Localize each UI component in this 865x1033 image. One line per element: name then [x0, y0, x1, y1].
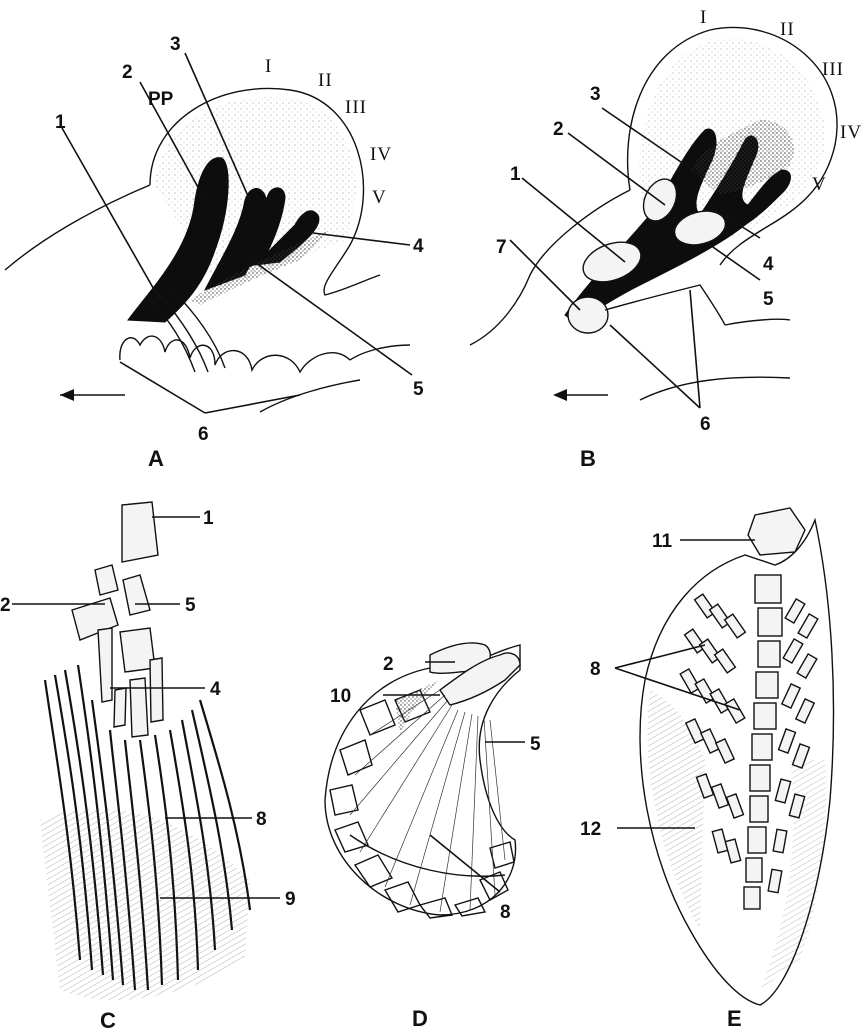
panel-e-drawing [640, 508, 833, 1005]
c-num-9: 9 [285, 889, 296, 910]
d-num-2: 2 [383, 654, 394, 675]
panel-a-drawing [5, 88, 410, 412]
panel-b-drawing [470, 28, 837, 400]
b-num-3: 3 [590, 84, 601, 105]
leader-b-6b [690, 290, 700, 408]
a-pp-label: PP [148, 89, 174, 110]
b-num-6: 6 [700, 414, 711, 435]
arrow-b-icon [553, 389, 567, 401]
panel-d: 2 10 5 8 D [325, 643, 541, 1031]
panel-e: 11 8 12 E [580, 508, 834, 1031]
e-num-11: 11 [652, 531, 673, 552]
leader-b-1 [522, 178, 625, 262]
b-num-4: 4 [763, 254, 774, 275]
e-num-12: 12 [580, 819, 601, 840]
b-roman-1: I [700, 7, 707, 28]
b-num-5: 5 [763, 289, 774, 310]
leader-a-5 [245, 255, 412, 375]
panel-a: 1 2 3 4 5 6 PP I II III IV V A [5, 34, 424, 471]
d-panel-label: D [412, 1006, 428, 1031]
b-roman-4: IV [840, 122, 862, 143]
a-roman-1: I [265, 56, 272, 77]
a-num-1: 1 [55, 112, 66, 133]
a-num-2: 2 [122, 62, 133, 83]
leader-b-5 [710, 245, 760, 280]
panel-d-drawing [325, 643, 520, 918]
panel-c: 1 2 5 4 8 9 C [0, 502, 296, 1033]
b-num-2: 2 [553, 119, 564, 140]
a-roman-4: IV [370, 144, 392, 165]
leader-e-8b [615, 668, 740, 710]
leader-a-6b [205, 395, 300, 413]
c-num-5: 5 [185, 595, 196, 616]
b-roman-2: II [780, 19, 795, 40]
a-roman-5: V [372, 187, 387, 208]
b-roman-5: V [812, 174, 827, 195]
a-num-3: 3 [170, 34, 181, 55]
d-num-8: 8 [500, 902, 511, 923]
d-num-5: 5 [530, 734, 541, 755]
leader-b-7 [510, 240, 580, 310]
arrow-a-icon [60, 389, 74, 401]
c-num-1: 1 [203, 508, 214, 529]
panel-c-drawing [40, 502, 250, 1000]
a-roman-3: III [345, 97, 367, 118]
b-roman-3: III [822, 59, 844, 80]
b-num-7: 7 [496, 237, 507, 258]
leader-a-6a [120, 362, 205, 413]
e-axis [744, 575, 782, 909]
b-num-1: 1 [510, 164, 521, 185]
leader-a-1 [62, 128, 160, 300]
panel-b: 1 2 3 4 5 6 7 I II III IV V B [470, 7, 862, 471]
c-panel-label: C [100, 1008, 116, 1033]
c-num-4: 4 [210, 679, 221, 700]
a-panel-label: A [148, 446, 164, 471]
a-roman-2: II [318, 70, 333, 91]
c-num-2: 2 [0, 595, 11, 616]
a-num-6: 6 [198, 424, 209, 445]
e-num-8: 8 [590, 659, 601, 680]
e-panel-label: E [727, 1006, 742, 1031]
c-num-8: 8 [256, 809, 267, 830]
leader-e-8a [615, 645, 705, 668]
leader-b-6a [610, 325, 700, 408]
a-num-4: 4 [413, 236, 424, 257]
a-num-5: 5 [413, 379, 424, 400]
d-num-10: 10 [330, 686, 351, 707]
b-panel-label: B [580, 446, 596, 471]
leader-d-8 [430, 835, 500, 892]
